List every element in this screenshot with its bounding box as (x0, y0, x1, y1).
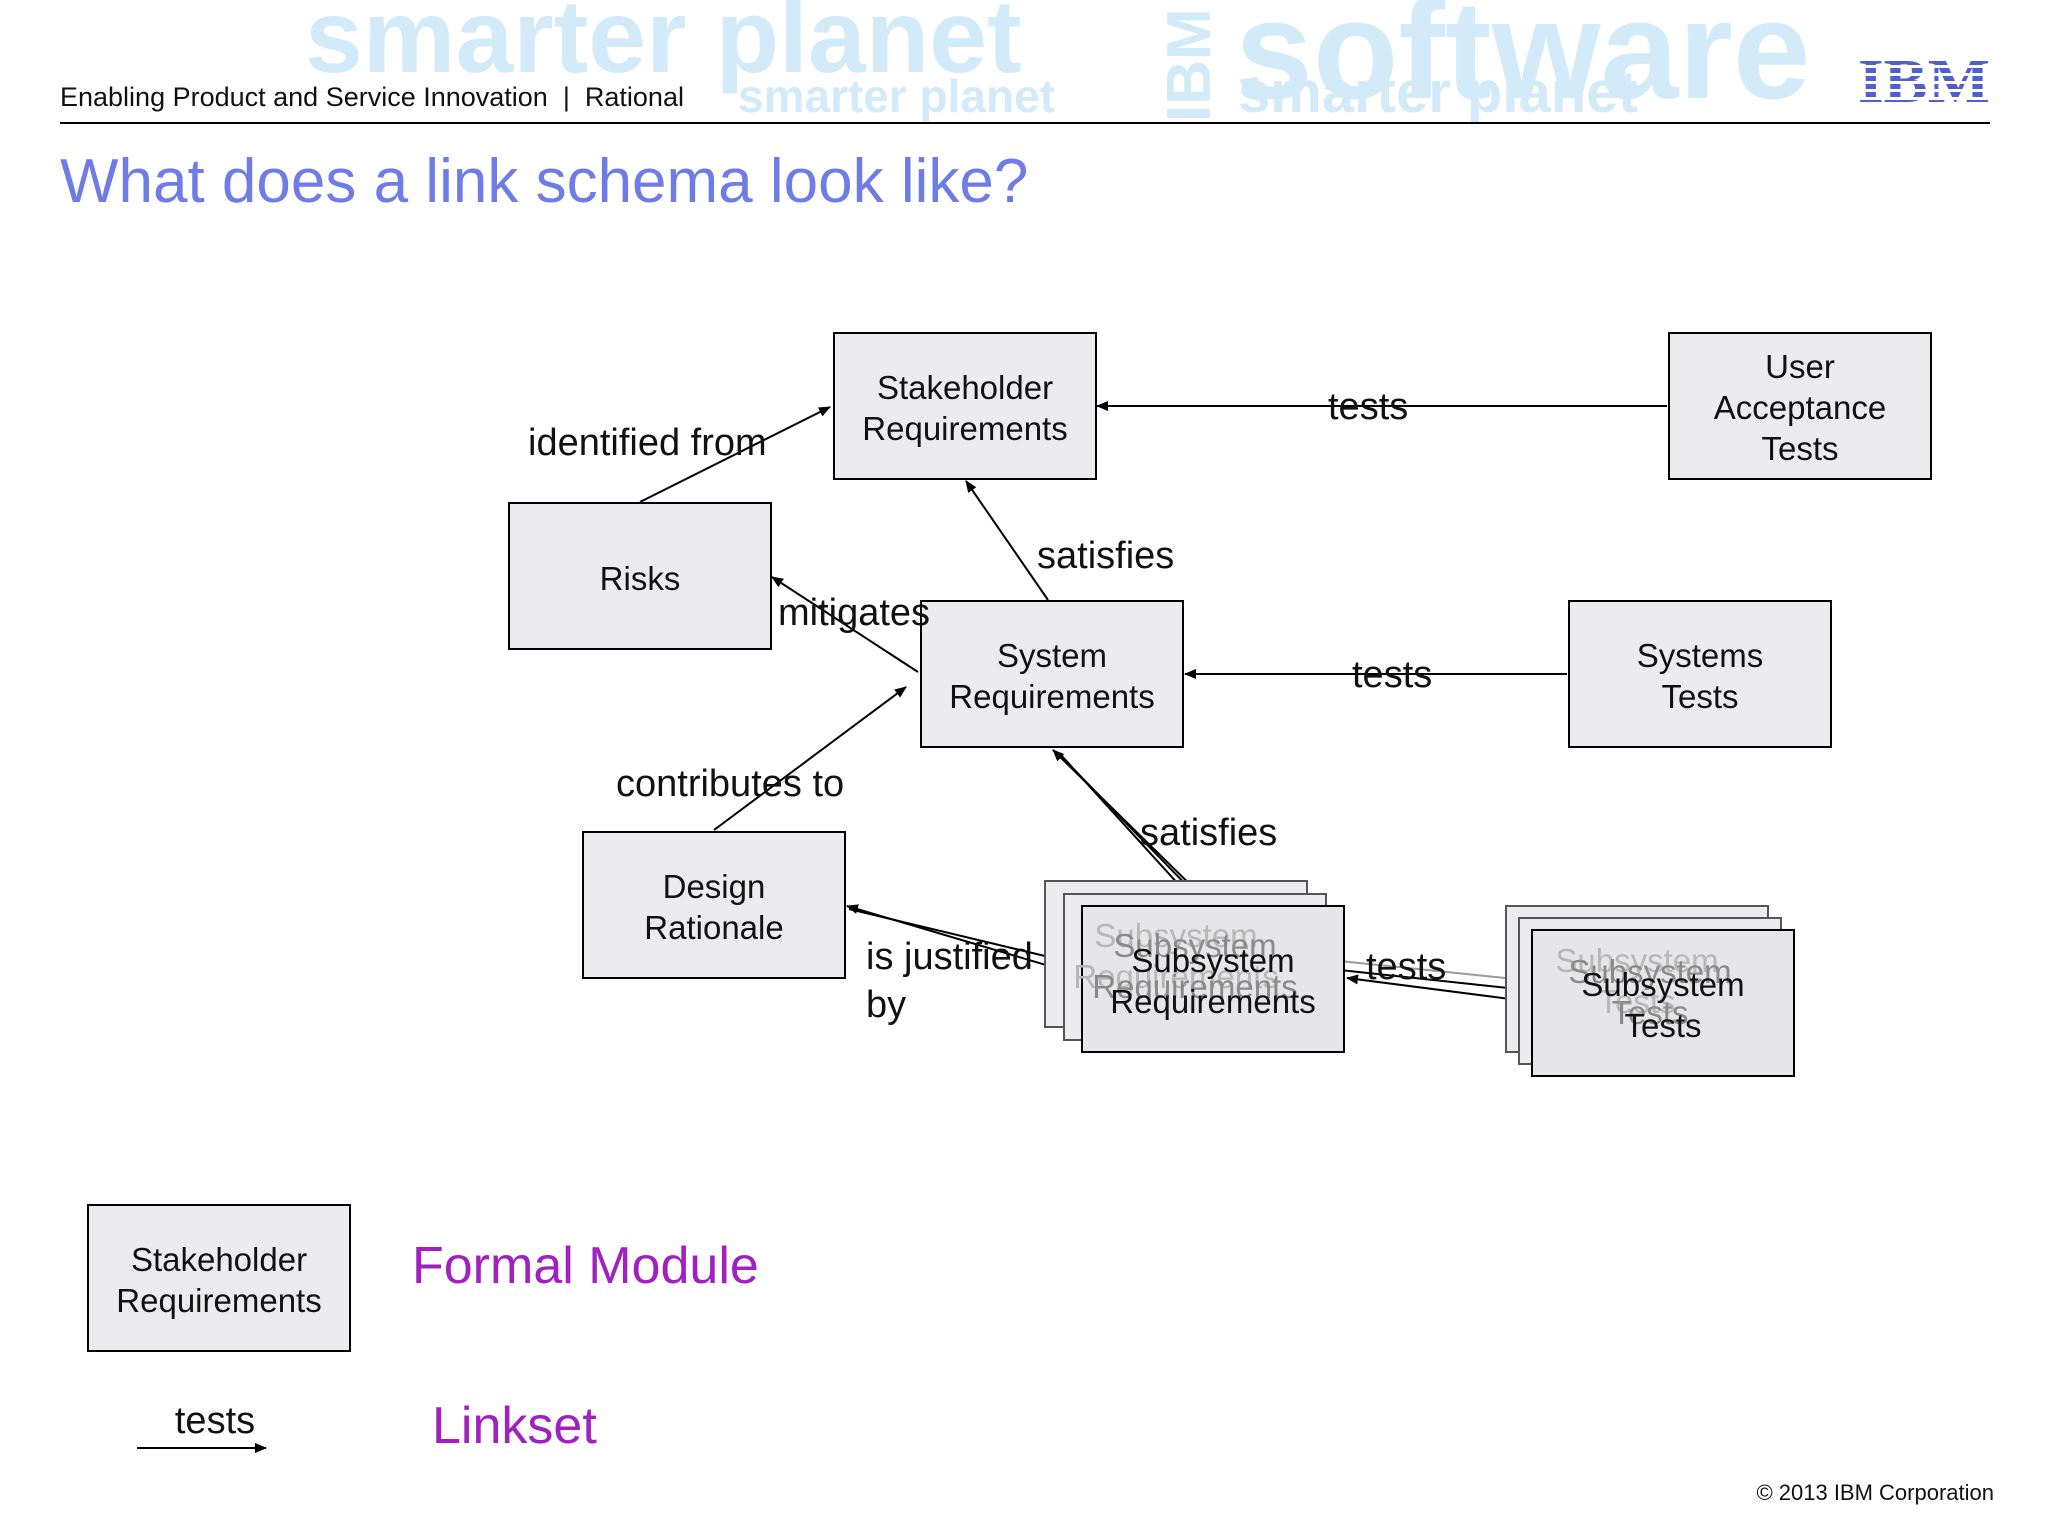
mid-subsys-req-2: Requirements (1092, 968, 1297, 1005)
legend-module-box (87, 1204, 351, 1352)
label-design-2: Rationale (644, 909, 783, 946)
page-title: What does a link schema look like? (60, 147, 1029, 216)
ghost-subsys-req-1: Subsystem (1094, 917, 1257, 954)
mid-subsys-req-1: Subsystem (1113, 927, 1276, 964)
label-system-2: Requirements (949, 678, 1154, 715)
label-uat-2: Acceptance (1714, 389, 1886, 426)
node-subsystem-tests (1531, 929, 1795, 1077)
subtitle-left: Enabling Product and Service Innovation (60, 82, 548, 112)
header-banner: smarter planet software smarter planet s… (305, 0, 1995, 128)
ibm-logo: IBM (1855, 48, 1995, 116)
label-uat-3: Tests (1761, 430, 1838, 467)
legend-formal-module: Formal Module (412, 1237, 759, 1295)
link-label-is-justified-by-1: is justified (866, 936, 1033, 978)
link-label-is-justified-by-2: by (866, 984, 906, 1026)
label-uat-1: User (1765, 348, 1835, 385)
legend-arrow-label: tests (175, 1400, 255, 1442)
label-risks: Risks (600, 560, 681, 597)
edge-identified-from (639, 406, 831, 503)
legend-box-label-1: Stakeholder (131, 1241, 307, 1278)
subtitle-right: Rational (584, 82, 684, 112)
label-subsys-req-1: Subsystem (1131, 942, 1294, 979)
mid-subsys-tests-2: Tests (1611, 994, 1688, 1031)
ghost-subsys-tests-1: Subsystem (1555, 942, 1718, 979)
edge-is-justified-by-2 (848, 908, 1071, 963)
label-systests-1: Systems (1637, 637, 1764, 674)
label-subsys-tests-2: Tests (1624, 1007, 1701, 1044)
link-label-satisfies-system: satisfies (1037, 535, 1174, 577)
node-stakeholder-requirements (833, 332, 1097, 480)
node-design-rationale (582, 831, 846, 979)
subtitle-separator: | (555, 82, 578, 112)
legend-linkset: Linkset (432, 1397, 597, 1455)
label-subsys-tests-1: Subsystem (1581, 966, 1744, 1003)
label-subsys-req-2: Requirements (1110, 983, 1315, 1020)
legend-box-label-2: Requirements (116, 1282, 321, 1319)
banner-word-4: smarter planet (1238, 60, 1638, 125)
mid-subsys-tests-1: Subsystem (1568, 953, 1731, 990)
node-subsystem-requirements (1081, 905, 1345, 1053)
label-systests-2: Tests (1661, 678, 1738, 715)
ghost-subsys-tests-2: Tests (1598, 983, 1675, 1020)
link-label-mitigates: mitigates (778, 592, 930, 634)
label-system-1: System (997, 637, 1107, 674)
header-subtitle: Enabling Product and Service Innovation … (60, 82, 684, 113)
edge-tests-subsystem (1346, 974, 1519, 1001)
node-risks (508, 502, 772, 650)
link-label-tests-uat: tests (1328, 386, 1408, 428)
banner-word-3: smarter planet (738, 70, 1055, 122)
ghost-subsys-req-2: Requirements (1073, 958, 1278, 995)
copyright-footer: © 2013 IBM Corporation (1756, 1480, 1994, 1505)
label-stakeholder-1: Stakeholder (877, 369, 1053, 406)
link-label-tests-subsystem: tests (1366, 946, 1446, 988)
edge-satisfies-system (965, 480, 1049, 601)
link-label-satisfies-subsystem: satisfies (1140, 812, 1277, 854)
banner-word-1: smarter planet (305, 0, 1022, 95)
label-stakeholder-2: Requirements (862, 410, 1067, 447)
link-label-tests-system: tests (1352, 654, 1432, 696)
edge-contributes-to (713, 686, 907, 831)
link-label-contributes-to: contributes to (616, 763, 844, 805)
edge-mitigates (771, 576, 919, 673)
banner-word-5: IBM (1155, 8, 1224, 122)
link-label-identified-from: identified from (528, 422, 767, 464)
edge-tests-subsystem-2 (1339, 969, 1509, 989)
header-rule (60, 122, 1990, 124)
edge-satisfies-subsystem-3 (1060, 754, 1181, 887)
legend: Stakeholder Requirements tests (87, 1204, 351, 1453)
node-user-acceptance-tests (1668, 332, 1932, 480)
banner-word-2: software (1235, 0, 1811, 128)
node-systems-tests (1568, 600, 1832, 748)
node-system-requirements (920, 600, 1184, 748)
label-design-1: Design (663, 868, 766, 905)
